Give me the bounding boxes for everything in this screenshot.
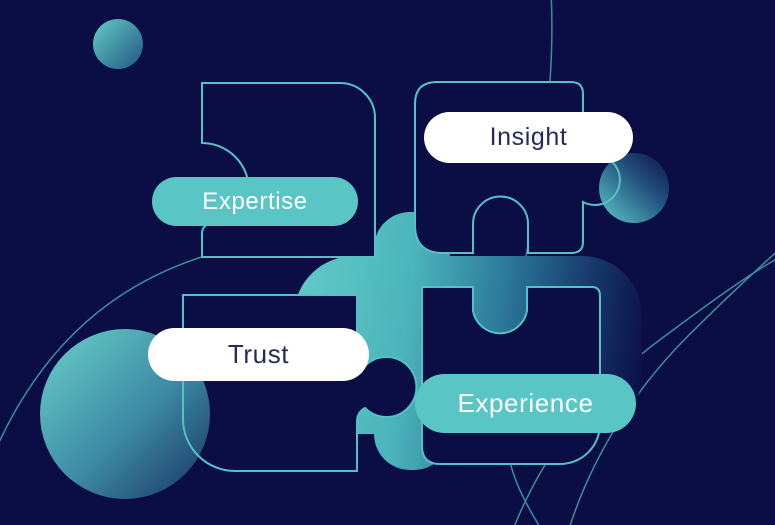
- puzzle-piece-top-left-fill: [202, 83, 375, 257]
- label-pill-trust: Trust: [148, 328, 369, 381]
- puzzle-piece-top-right-fill: [415, 82, 620, 253]
- curve-sweep-outer: [569, 252, 775, 525]
- gradient-circle-right: [599, 153, 669, 223]
- gradient-circle-small: [93, 19, 143, 69]
- label-pill-insight: Insight: [424, 112, 633, 163]
- label-pill-experience: Experience: [415, 374, 636, 433]
- label-pill-expertise: Expertise: [152, 177, 358, 226]
